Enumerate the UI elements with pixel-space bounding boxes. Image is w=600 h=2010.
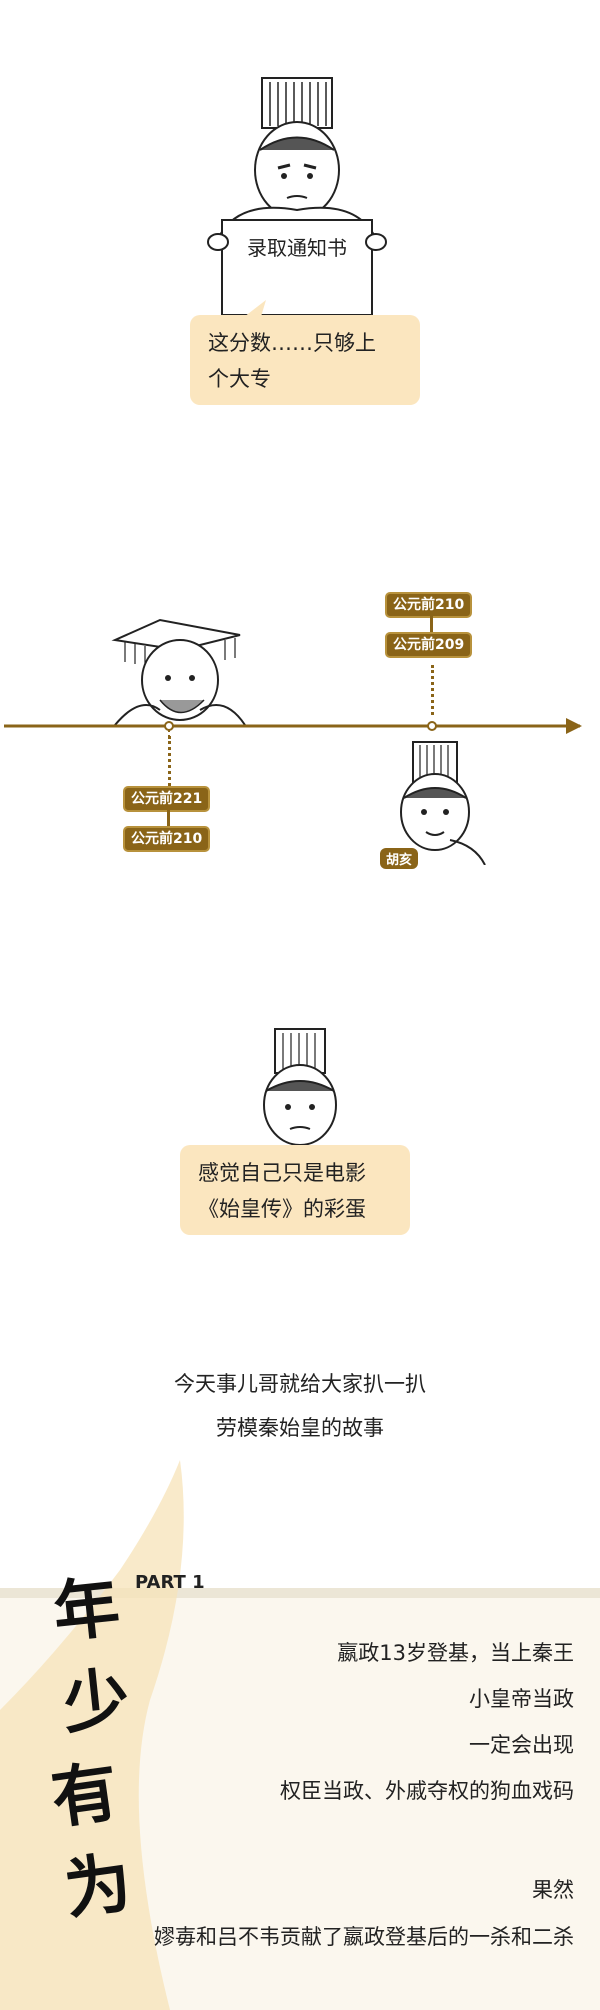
year-tag-221: 公元前221 (123, 786, 211, 812)
part1-line: 权臣当政、外戚夺权的狗血戏码 (280, 1779, 574, 1803)
timeline-arrow (4, 718, 582, 738)
calligraphy-line: 有为 (46, 1751, 136, 1930)
intro-line: 劳模秦始皇的故事 (216, 1416, 384, 1440)
part-label: PART 1 (135, 1572, 205, 1593)
dotted-connector-right (431, 665, 434, 715)
part1-line: 嫪毐和吕不韦贡献了嬴政登基后的一杀和二杀 (154, 1925, 574, 1949)
part1-line: 果然 (532, 1878, 574, 1902)
part1-line: 小皇帝当政 (469, 1687, 574, 1711)
emperor-with-letter-illustration (207, 77, 387, 316)
brush-stroke-decoration (0, 1460, 184, 2010)
tag-connector (167, 810, 170, 826)
huhai-label: 胡亥 (380, 848, 419, 869)
part1-line: 嬴政13岁登基，当上秦王 (337, 1641, 574, 1665)
part1-line: 一定会出现 (469, 1733, 574, 1757)
year-tag-210-end: 公元前210 (123, 826, 211, 852)
tag-connector (430, 616, 433, 632)
dotted-connector-left (168, 736, 171, 786)
admission-letter-text: 录取通知书 (247, 236, 347, 260)
bubble-line: 这分数……只够上 (208, 331, 376, 355)
bubble-line: 个大专 (208, 367, 271, 391)
speech-bubble-easter-egg: 感觉自己只是电影 《始皇传》的彩蛋 (180, 1145, 410, 1235)
bubble-line: 感觉自己只是电影 (198, 1161, 366, 1185)
calligraphy-title: 年少 有为 (47, 1560, 188, 1929)
huhai-illustration (400, 741, 486, 865)
qin-shihuang-illustration (111, 618, 246, 725)
bubble-tail (240, 300, 266, 320)
section-band-top (0, 1588, 600, 1598)
calligraphy-line: 年少 (49, 1567, 133, 1744)
intro-line: 今天事儿哥就给大家扒一扒 (174, 1372, 426, 1396)
bubble-line: 《始皇传》的彩蛋 (198, 1197, 366, 1221)
speech-bubble-score: 这分数……只够上 个大专 (190, 315, 420, 405)
year-tag-210-start: 公元前210 (385, 592, 473, 618)
emperor-peeking-illustration (263, 1028, 337, 1145)
year-tag-209: 公元前209 (385, 632, 473, 658)
